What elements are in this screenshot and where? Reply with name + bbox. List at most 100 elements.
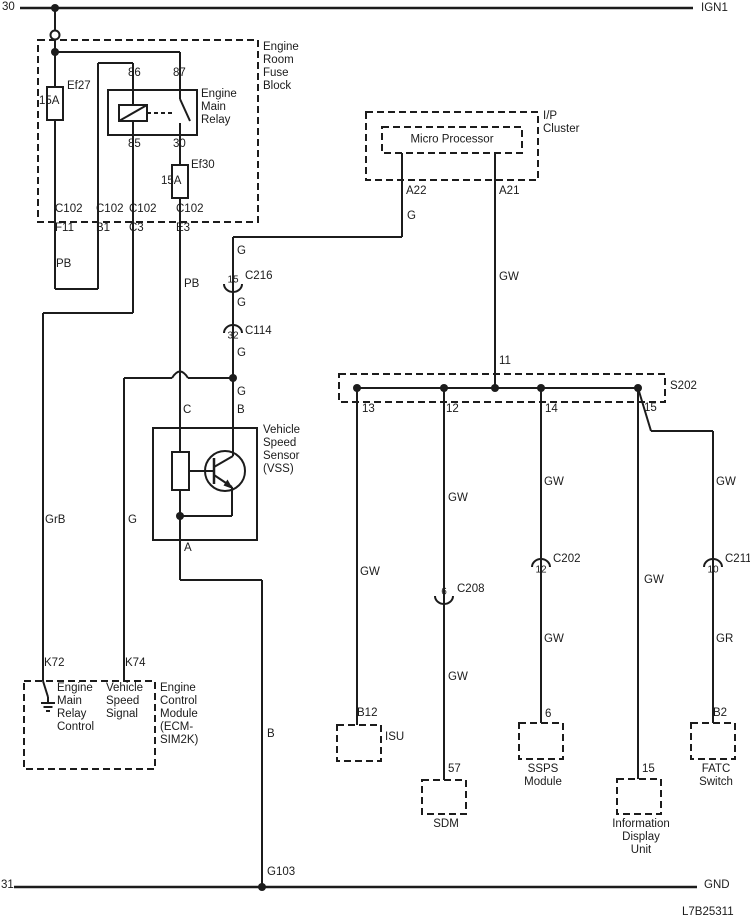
wire-color-g-a22: G bbox=[407, 210, 416, 222]
vss-pin-a: A bbox=[184, 542, 192, 554]
fuse-ef30-name: Ef30 bbox=[191, 159, 215, 171]
isu-box bbox=[336, 724, 382, 762]
isu-pin-b12: B12 bbox=[357, 707, 378, 719]
fuse-block-title: Engine Room Fuse Block bbox=[263, 41, 299, 92]
wire-color-g-1: G bbox=[237, 245, 246, 257]
wire-color-grb: GrB bbox=[45, 514, 66, 526]
doc-number: L7B25311 bbox=[682, 906, 734, 918]
wire-color-gw-a21: GW bbox=[499, 271, 519, 283]
wire-s202-fatc bbox=[637, 387, 714, 723]
wire-color-g-3: G bbox=[237, 347, 246, 359]
relay-pin-86: 86 bbox=[128, 67, 141, 79]
sdm-box bbox=[421, 779, 467, 815]
rail-30-ign1 bbox=[20, 4, 693, 12]
c102-label-3: C102 bbox=[129, 203, 157, 215]
connector-c208-name: C208 bbox=[457, 583, 485, 595]
connector-c211-pin: 10 bbox=[707, 564, 719, 576]
wire-a22-vss-signal bbox=[123, 153, 403, 681]
connector-c208-pin: 6 bbox=[441, 586, 447, 598]
information-display-unit-box bbox=[616, 778, 662, 815]
ip-cluster-box bbox=[365, 111, 539, 181]
relay-pin-85: 85 bbox=[128, 138, 141, 150]
fatc-label: FATC Switch bbox=[699, 763, 733, 788]
wire-relay-switch-ef30-e3 bbox=[179, 90, 191, 428]
engine-main-relay-symbol bbox=[107, 89, 198, 136]
wire-color-gr-fatc: GR bbox=[716, 633, 734, 645]
connector-c216-name: C216 bbox=[245, 270, 273, 282]
ecm-title: Engine Control Module (ECM- SIM2K) bbox=[160, 682, 199, 746]
relay-pin-30: 30 bbox=[173, 138, 186, 150]
rail-31-label: 31 bbox=[1, 879, 14, 891]
connector-c114-name: C114 bbox=[245, 325, 272, 337]
c102-pin-e3: E3 bbox=[176, 222, 191, 234]
wire-color-gw-sdm-upper: GW bbox=[448, 492, 468, 504]
wire-color-g-2: G bbox=[237, 297, 246, 309]
ground-g103-label: G103 bbox=[267, 866, 296, 878]
engine-room-fuse-block-box bbox=[37, 39, 259, 223]
connector-c216-pin: 15 bbox=[227, 274, 239, 286]
rail-gnd-label: GND bbox=[704, 879, 730, 891]
idu-label: Information Display Unit bbox=[612, 818, 670, 856]
relay-pin-87: 87 bbox=[173, 67, 186, 79]
c102-pin-f11: F11 bbox=[55, 222, 74, 234]
connector-c202-pin: 12 bbox=[535, 564, 547, 576]
c102-label-2: C102 bbox=[96, 203, 124, 215]
ssps-label: SSPS Module bbox=[524, 763, 562, 788]
fuse-ef27-name: Ef27 bbox=[67, 80, 91, 92]
vss-title: Vehicle Speed Sensor (VSS) bbox=[263, 424, 301, 475]
splice-pin-15: 15 bbox=[644, 402, 657, 414]
cluster-pin-a21: A21 bbox=[499, 185, 520, 197]
fuse-ef27-rating: 15A bbox=[39, 95, 60, 107]
fatc-pin-b2: B2 bbox=[713, 707, 728, 719]
wire-color-g-4: G bbox=[237, 386, 246, 398]
ecm-pin-k72: K72 bbox=[44, 657, 65, 669]
ecm-pin-k74: K74 bbox=[125, 657, 146, 669]
splice-s202-name: S202 bbox=[670, 380, 697, 392]
c102-label-4: C102 bbox=[176, 203, 204, 215]
sdm-label: SDM bbox=[433, 818, 459, 830]
sdm-pin-57: 57 bbox=[448, 763, 461, 775]
rail-30-label: 30 bbox=[2, 1, 15, 13]
s202-splice bbox=[338, 373, 666, 403]
isu-label: ISU bbox=[385, 731, 405, 743]
fatc-switch-box bbox=[690, 722, 736, 760]
connector-c114-pin: 32 bbox=[227, 330, 239, 342]
wire-color-b-ground: B bbox=[267, 728, 275, 740]
c102-pin-c3: C3 bbox=[129, 222, 144, 234]
connector-c211-name: C211 bbox=[725, 553, 750, 565]
wire-color-pb-e3: PB bbox=[184, 278, 200, 290]
vss-box-and-internals bbox=[152, 427, 258, 541]
c102-pin-b1: B1 bbox=[96, 222, 111, 234]
splice-pin-14: 14 bbox=[545, 403, 558, 415]
micro-processor-label: Micro Processor bbox=[410, 133, 494, 146]
wire-color-gw-idu: GW bbox=[644, 574, 664, 586]
ssps-pin-6: 6 bbox=[545, 708, 552, 720]
wire-color-pb-f11: PB bbox=[56, 258, 72, 270]
c102-label-1: C102 bbox=[55, 203, 83, 215]
relay-title: Engine Main Relay bbox=[201, 88, 237, 126]
fuse-ef30-rating: 15A bbox=[161, 175, 182, 187]
ecm-k72-function: Engine Main Relay Control bbox=[57, 682, 95, 733]
fuse-ef27-symbol bbox=[46, 86, 64, 121]
splice-pin-12: 12 bbox=[446, 403, 459, 415]
ssps-module-box bbox=[518, 722, 564, 760]
rail-31-gnd bbox=[14, 883, 697, 891]
wire-color-gw-sdm-lower: GW bbox=[448, 671, 468, 683]
connector-c216-symbol bbox=[223, 283, 243, 293]
wire-color-gw-fatc: GW bbox=[716, 476, 736, 488]
rail-ign1-label: IGN1 bbox=[701, 2, 728, 14]
idu-pin-15: 15 bbox=[642, 763, 655, 775]
wire-ign1-feed bbox=[49, 8, 181, 90]
connector-c202-name: C202 bbox=[553, 553, 581, 565]
vss-pin-c: C bbox=[183, 404, 192, 416]
ecm-k74-function: Vehicle Speed Signal bbox=[106, 682, 144, 720]
wire-vss-ground bbox=[179, 540, 263, 887]
wire-ef27-f11-b1-coil bbox=[42, 52, 134, 681]
k72-switch-ground-symbol bbox=[41, 680, 55, 712]
wire-color-gw-ssps-lower: GW bbox=[544, 633, 564, 645]
cluster-title: I/P Cluster bbox=[543, 110, 580, 135]
fuse-ef30-symbol bbox=[171, 164, 189, 199]
connector-c114-symbol bbox=[223, 324, 243, 334]
